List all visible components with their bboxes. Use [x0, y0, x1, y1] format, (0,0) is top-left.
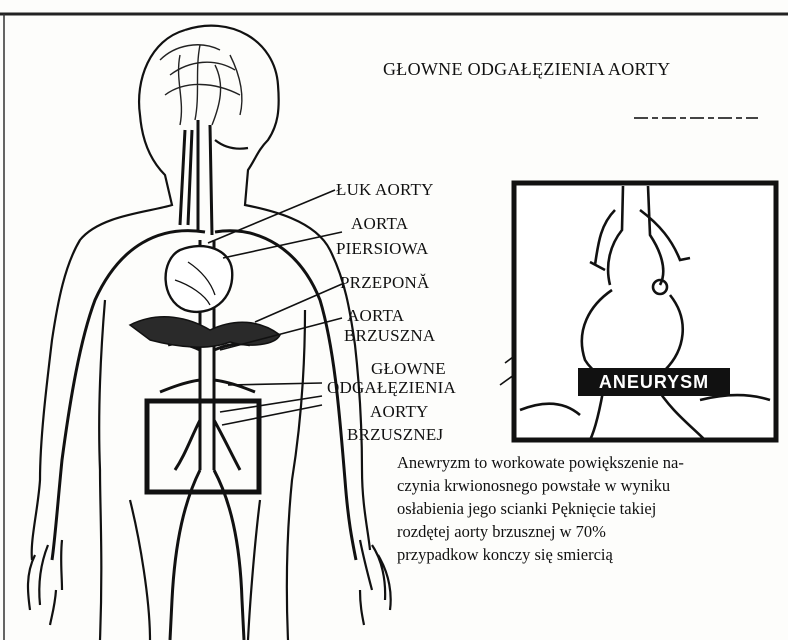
label-aorta-brzuszna-line2: BRZUSZNA	[344, 326, 435, 345]
caption-text: Anewryzm to workowate powiększenie na- c…	[397, 451, 767, 566]
caption-line: przypadkow konczy się smiercią	[397, 543, 767, 566]
caption-line: Anewryzm to workowate powiększenie na-	[397, 451, 767, 474]
arteries	[52, 120, 356, 640]
label-odgalezienia-line1: GŁOWNE	[371, 359, 446, 378]
label-odgalezienia-line2: ODGAŁĘZIENIA	[327, 378, 456, 397]
abdominal-box	[147, 401, 259, 492]
label-odgalezienia-line3: AORTY	[370, 402, 429, 421]
label-aorta-brzuszna-line1: AORTA	[347, 306, 404, 325]
page-title: GŁOWNE ODGAŁĘZIENIA AORTY	[383, 59, 670, 80]
label-aorta-piersiowa-line1: AORTA	[351, 214, 408, 233]
aneurysm-tag: ANEURYSM	[578, 368, 730, 396]
label-przepona: PRZEPONĂ	[340, 273, 429, 292]
brain-vessels	[160, 45, 242, 125]
caption-line: rozdętej aorty brzusznej w 70%	[397, 520, 767, 543]
label-luk-aorty: ŁUK AORTY	[336, 180, 434, 199]
label-aorta-piersiowa-line2: PIERSIOWA	[336, 239, 428, 258]
label-odgalezienia-line4: BRZUSZNEJ	[347, 425, 443, 444]
inset-frame	[514, 183, 776, 440]
caption-line: czynia krwionosnego powstałe w wyniku	[397, 474, 767, 497]
caption-line: osłabienia jego scianki Pęknięcie takiej	[397, 497, 767, 520]
heart-shape	[166, 246, 233, 312]
